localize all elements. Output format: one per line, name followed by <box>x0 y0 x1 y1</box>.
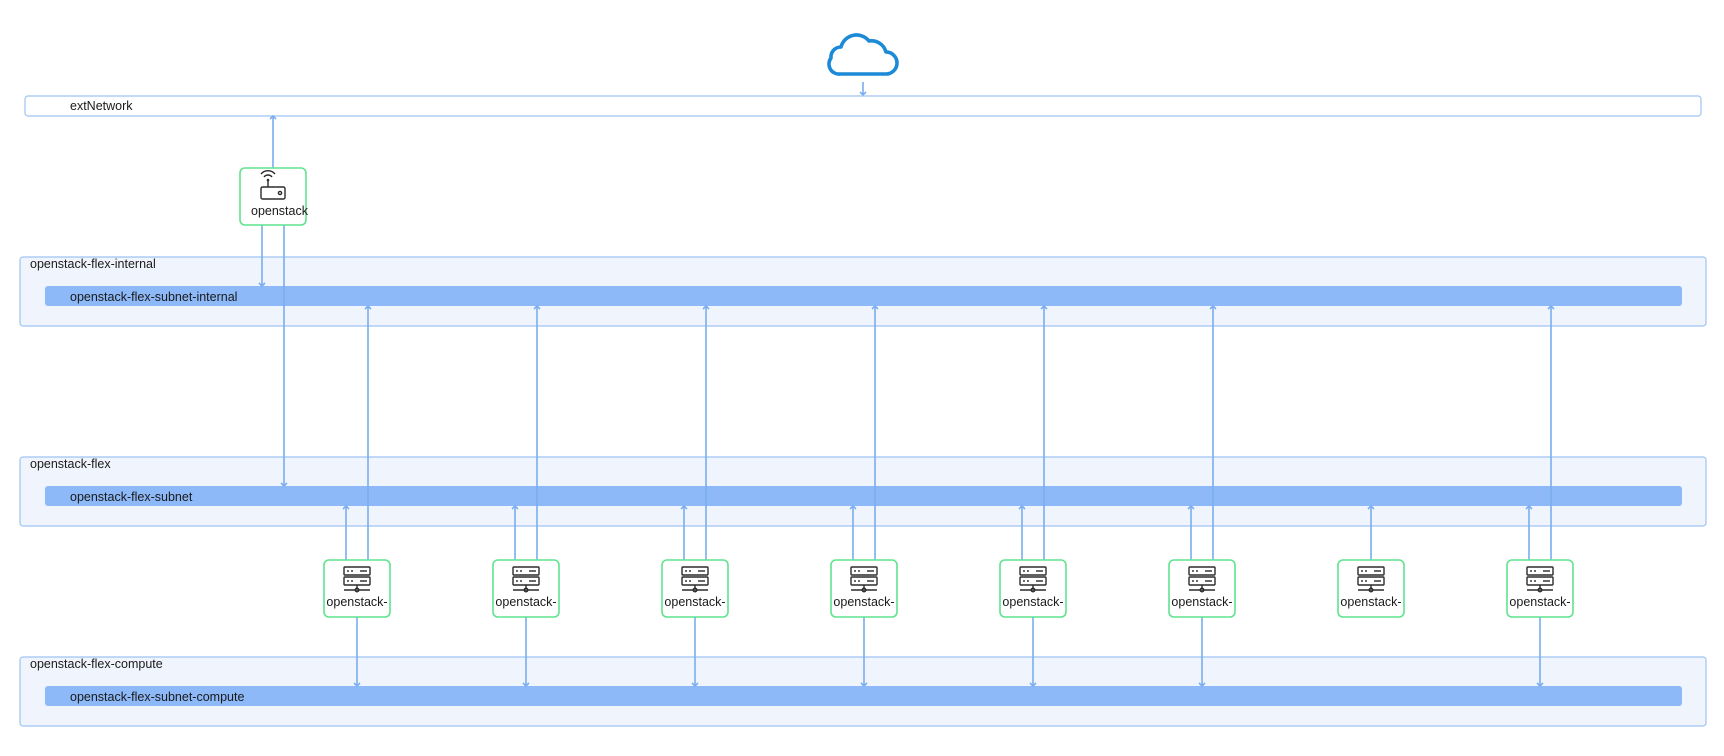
link-arrow <box>1536 682 1544 688</box>
link-arrow <box>1525 504 1533 510</box>
server-node[interactable]: openstack- <box>323 559 391 618</box>
server-icon <box>1188 566 1216 593</box>
server-icon <box>1357 566 1385 593</box>
router-icon <box>260 170 286 200</box>
ext-network-label: extNetwork <box>70 99 133 113</box>
link-arrow <box>849 504 857 510</box>
server-icon <box>850 566 878 593</box>
server-node[interactable]: openstack- <box>492 559 560 618</box>
network-internal[interactable]: openstack-flex-internal openstack-flex-s… <box>19 256 1707 327</box>
server-node[interactable]: openstack- <box>1337 559 1405 618</box>
link-arrow <box>871 304 879 310</box>
link-arrow <box>691 682 699 688</box>
link-arrow <box>364 304 372 310</box>
link-arrow <box>353 682 361 688</box>
subnet-flex-bar[interactable] <box>45 486 1682 506</box>
subnet-compute-label: openstack-flex-subnet-compute <box>70 690 244 704</box>
network-compute[interactable]: openstack-flex-compute openstack-flex-su… <box>19 656 1707 727</box>
link-arrow <box>1547 304 1555 310</box>
link-arrow <box>1187 504 1195 510</box>
cloud-icon <box>827 33 899 76</box>
link-arrow <box>1029 682 1037 688</box>
network-compute-title: openstack-flex-compute <box>30 657 163 671</box>
link-arrow <box>342 504 350 510</box>
subnet-flex-label: openstack-flex-subnet <box>70 490 193 504</box>
ext-network[interactable]: extNetwork <box>24 95 1702 117</box>
server-label: openstack- <box>495 595 556 609</box>
server-node[interactable]: openstack- <box>661 559 729 618</box>
subnet-internal-label: openstack-flex-subnet-internal <box>70 290 237 304</box>
server-icon <box>681 566 709 593</box>
link-arrow <box>522 682 530 688</box>
server-label: openstack- <box>664 595 725 609</box>
link-arrow <box>1040 304 1048 310</box>
server-node[interactable]: openstack- <box>1506 559 1574 618</box>
link-arrow <box>860 682 868 688</box>
server-node[interactable]: openstack- <box>1168 559 1236 618</box>
server-links <box>342 304 1555 688</box>
server-icon <box>512 566 540 593</box>
network-internal-title: openstack-flex-internal <box>30 257 156 271</box>
network-flex[interactable]: openstack-flex openstack-flex-subnet <box>19 456 1707 527</box>
link-arrow <box>258 282 266 288</box>
server-label: openstack- <box>1002 595 1063 609</box>
router-node[interactable]: openstack <box>239 167 309 226</box>
server-label: openstack- <box>833 595 894 609</box>
subnet-compute-bar[interactable] <box>45 686 1682 706</box>
link-arrow <box>269 114 277 120</box>
server-icon <box>1526 566 1554 593</box>
link-arrow <box>1198 682 1206 688</box>
server-label: openstack- <box>1171 595 1232 609</box>
server-node[interactable]: openstack- <box>999 559 1067 618</box>
link-arrow <box>280 482 288 488</box>
cloud-link-arrow <box>859 91 867 97</box>
link-arrow <box>533 304 541 310</box>
link-arrow <box>1209 304 1217 310</box>
server-icon <box>1019 566 1047 593</box>
link-arrow <box>680 504 688 510</box>
link-arrow <box>1367 504 1375 510</box>
server-node[interactable]: openstack- <box>830 559 898 618</box>
server-icon <box>343 566 371 593</box>
link-arrow <box>511 504 519 510</box>
router-label: openstack <box>251 204 309 218</box>
link-arrow <box>1018 504 1026 510</box>
link-arrow <box>702 304 710 310</box>
server-label: openstack- <box>326 595 387 609</box>
server-label: openstack- <box>1340 595 1401 609</box>
server-label: openstack- <box>1509 595 1570 609</box>
network-flex-title: openstack-flex <box>30 457 111 471</box>
servers: openstack-openstack-openstack-openstack-… <box>323 559 1574 618</box>
subnet-internal-bar[interactable] <box>45 286 1682 306</box>
